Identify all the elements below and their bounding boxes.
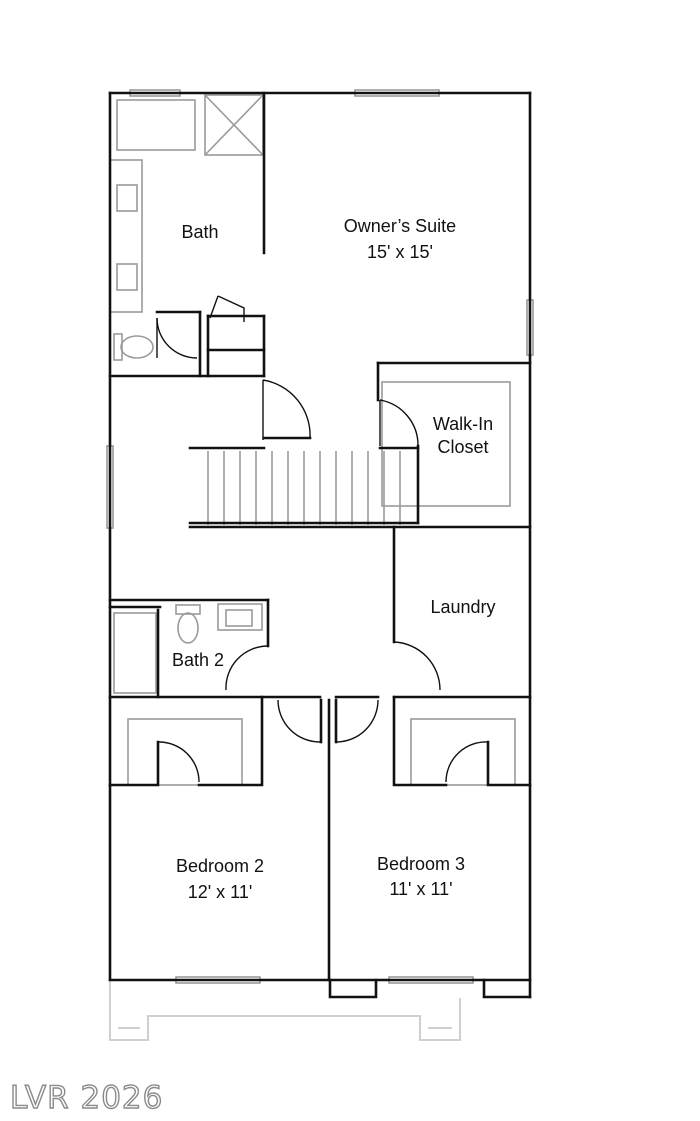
watermark: LVR 2026 (10, 1080, 163, 1116)
fixtures (106, 89, 534, 984)
room-label-bedroom-2: Bedroom 2 (176, 856, 264, 876)
room-label-closet: Closet (437, 437, 488, 457)
room-size-bedroom-3: 11' x 11' (389, 879, 452, 899)
room-label-owners-suite: Owner’s Suite (344, 216, 456, 236)
room-label-bath: Bath (181, 222, 218, 242)
room-size-bedroom-2: 12' x 11' (188, 882, 253, 902)
doors (156, 295, 489, 783)
walls (108, 91, 532, 999)
room-label-bedroom-3: Bedroom 3 (377, 854, 465, 874)
stair-treads (207, 451, 401, 525)
room-size-owners-suite: 15' x 15' (367, 242, 433, 262)
porch-outline (109, 982, 461, 1041)
room-label-bath-2: Bath 2 (172, 650, 224, 670)
room-label-walk-in: Walk-In (433, 414, 493, 434)
room-label-laundry: Laundry (430, 597, 495, 617)
